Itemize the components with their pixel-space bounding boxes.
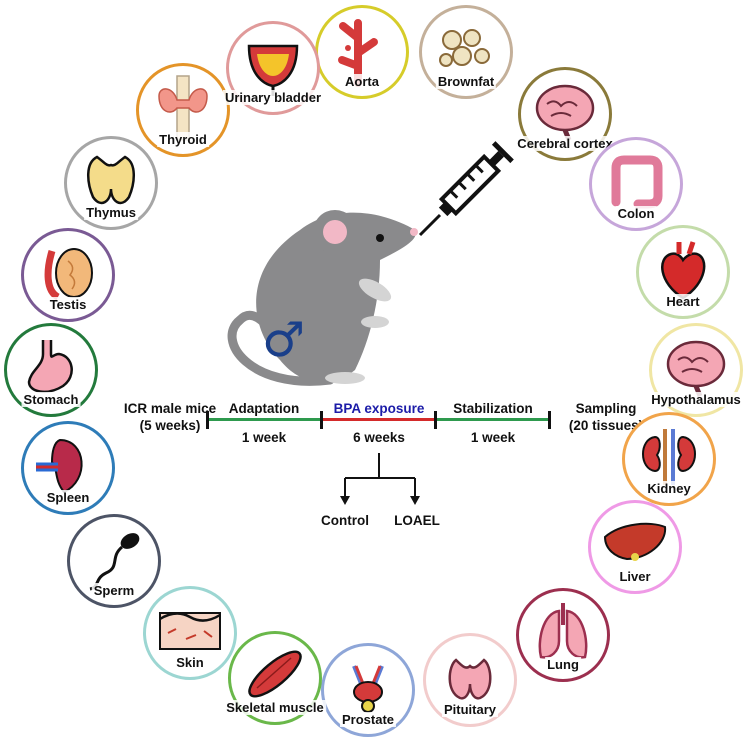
group-loael: LOAEL	[394, 513, 440, 528]
end-line1: Sampling	[575, 401, 637, 416]
organ-thymus: Thymus	[64, 136, 158, 230]
exposure-duration: 6 weeks	[353, 430, 405, 445]
start-line2: (5 weeks)	[139, 418, 201, 433]
start-line1: ICR male mice	[123, 401, 217, 416]
tick-2	[434, 411, 437, 429]
syringe-icon	[418, 141, 514, 237]
organ-label: Colon	[615, 206, 657, 221]
organ-label: Skeletal muscle	[224, 700, 326, 715]
organ-thyroid: Thyroid	[136, 63, 230, 157]
tick-3	[548, 411, 551, 429]
organ-label: Thymus	[84, 205, 138, 220]
organ-liver: Liver	[588, 500, 682, 594]
colon-icon	[611, 155, 663, 209]
organ-label: Heart	[664, 294, 702, 309]
organ-testis: Testis	[21, 228, 115, 322]
exposure-segment	[322, 418, 436, 421]
stabilization-segment	[436, 418, 550, 421]
organ-label: Aorta	[343, 74, 381, 89]
organ-label: Sperm	[91, 583, 137, 598]
organ-cerebral-cortex: Cerebral cortex	[515, 67, 615, 161]
organ-label: Brownfat	[435, 74, 497, 89]
organ-label: Skin	[174, 655, 206, 670]
organ-label: Pituitary	[441, 702, 499, 717]
organ-lung: Lung	[516, 588, 610, 682]
exposure-label: BPA exposure	[333, 401, 425, 416]
aorta-icon	[338, 19, 378, 87]
organ-stomach: Stomach	[4, 323, 98, 417]
heart-icon	[661, 241, 706, 300]
organ-colon: Colon	[589, 137, 683, 231]
organ-label: Lung	[545, 657, 581, 672]
muscle-icon	[248, 650, 302, 698]
brain-icon	[666, 340, 726, 397]
brain-icon	[535, 84, 595, 141]
organ-label: Prostate	[339, 712, 397, 727]
timeline-end-label: Sampling (20 tissues)	[556, 400, 656, 434]
male-symbol-icon: ♂	[262, 312, 305, 368]
prostate-icon	[352, 665, 384, 713]
organ-spleen: Spleen	[21, 421, 115, 515]
thymus-icon	[87, 155, 135, 205]
group-control: Control	[321, 513, 369, 528]
organ-hypothalamus: Hypothalamus	[649, 323, 743, 417]
pituitary-icon	[448, 658, 492, 700]
organ-kidney: Kidney	[622, 412, 716, 506]
kidney-icon	[642, 429, 696, 485]
organ-label: Urinary bladder	[222, 90, 324, 105]
stomach-icon	[27, 340, 73, 394]
mouse-illustration: ♂	[227, 141, 514, 386]
thyroid-icon	[158, 75, 208, 141]
organ-label: Liver	[617, 569, 653, 584]
organ-label: Cerebral cortex	[515, 136, 615, 151]
organ-label: Spleen	[44, 490, 92, 505]
organ-label: Kidney	[645, 481, 693, 496]
organ-label: Stomach	[21, 392, 81, 407]
stabilization-duration: 1 week	[470, 430, 516, 445]
bladder-icon	[247, 44, 299, 96]
spleen-icon	[36, 438, 83, 494]
organ-skin: Skin	[143, 586, 237, 680]
organ-prostate: Prostate	[321, 643, 415, 737]
organ-sperm: Sperm	[67, 514, 161, 608]
organ-label: Testis	[47, 297, 89, 312]
organ-label: Hypothalamus	[649, 392, 743, 407]
tick-0	[206, 411, 209, 429]
organ-label: Thyroid	[157, 132, 209, 147]
tick-1	[320, 411, 323, 429]
liver-icon	[603, 522, 667, 561]
brownfat-icon	[439, 29, 490, 67]
skin-icon	[159, 612, 221, 650]
lung-icon	[538, 603, 588, 659]
adaptation-label: Adaptation	[228, 401, 300, 416]
organ-heart: Heart	[636, 225, 730, 319]
organ-brownfat: Brownfat	[419, 5, 513, 99]
end-line2: (20 tissues)	[568, 418, 644, 433]
organ-urinary-bladder: Urinary bladder	[222, 21, 324, 115]
adaptation-duration: 1 week	[241, 430, 287, 445]
timeline-start-label: ICR male mice (5 weeks)	[120, 400, 220, 434]
group-branch-arrows	[340, 453, 420, 505]
stabilization-label: Stabilization	[453, 401, 533, 416]
organ-skeletal-muscle: Skeletal muscle	[224, 631, 326, 725]
adaptation-segment	[207, 418, 322, 421]
organ-pituitary: Pituitary	[423, 633, 517, 727]
organ-aorta: Aorta	[315, 5, 409, 99]
